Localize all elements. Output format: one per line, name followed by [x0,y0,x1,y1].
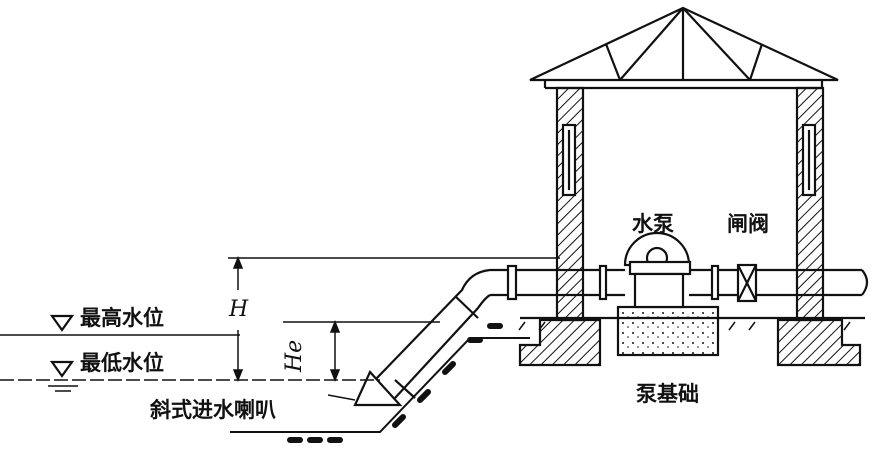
label-pump: 水泵 [632,212,674,236]
left-footing [518,318,602,367]
head-dimensions [228,255,560,383]
label-lowest-water-level: 最低水位 [80,351,164,375]
label-inclined-inlet-bell: 斜式进水喇叭 [150,398,276,422]
leader-line [327,394,356,401]
right-column [795,86,825,322]
label-suction-head: He [282,339,307,372]
left-column [555,86,585,322]
label-highest-water-level: 最高水位 [80,306,164,330]
water-levels [0,314,380,392]
right-footing [776,318,862,367]
gate-valve [736,263,758,303]
low-level-triangle-icon [49,360,75,378]
label-gate-valve: 闸阀 [727,212,769,236]
label-total-head: H [229,297,249,322]
label-pump-foundation: 泵基础 [636,382,699,406]
pump [623,231,692,309]
roof-truss [529,6,839,90]
high-level-triangle-icon [49,314,75,332]
pump-foundation [616,305,720,357]
discharge-pipe [490,264,869,301]
embankment [230,337,530,433]
